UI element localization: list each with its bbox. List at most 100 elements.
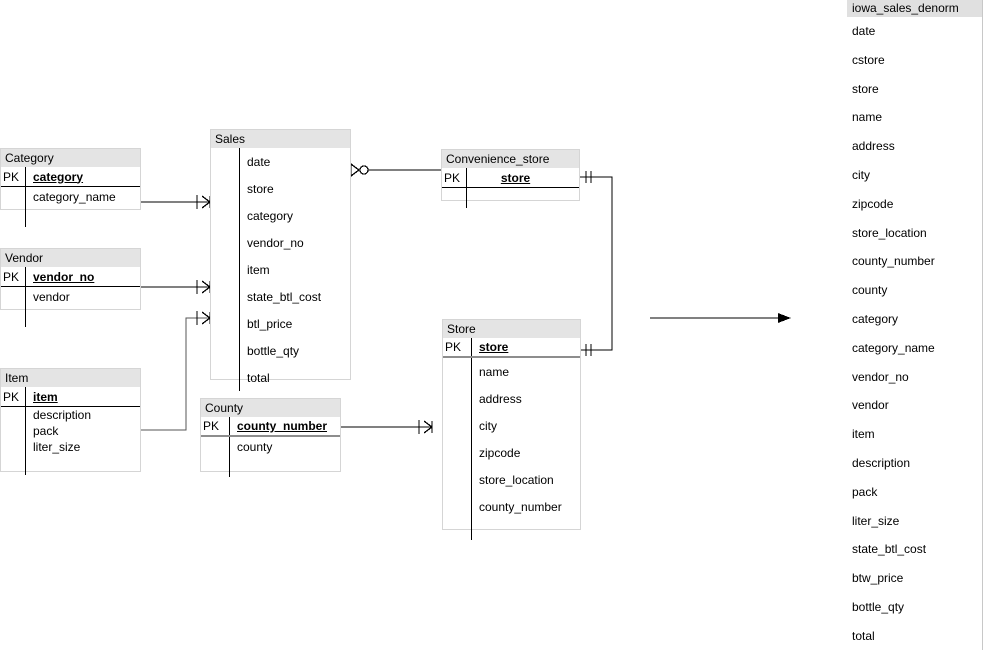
entity-county-title: County — [201, 399, 340, 417]
attribute-name: category_name — [33, 190, 116, 204]
entity-sales-attribute-row: date — [211, 148, 350, 175]
column-list-item[interactable]: description — [852, 455, 911, 470]
entity-county[interactable]: County PK county_number county — [200, 398, 341, 477]
entity-store-attribute-row: address — [443, 385, 580, 412]
column-list-item[interactable]: store_location — [852, 225, 927, 240]
attribute-name: bottle_qty — [247, 343, 300, 358]
entity-vendor-spacer-row — [1, 307, 140, 327]
column-list-item[interactable]: category — [852, 311, 899, 326]
entity-store-spacer-row — [443, 520, 580, 540]
column-list-title: iowa_sales_denorm — [847, 0, 982, 17]
entity-store-attribute-row: zipcode — [443, 439, 580, 466]
column-list-item[interactable]: bottle_qty — [852, 599, 905, 614]
entity-category[interactable]: Category PK category category_name — [0, 148, 141, 227]
column-list-item[interactable]: county — [852, 283, 888, 298]
entity-item-spacer-row — [1, 455, 140, 475]
column-list-item[interactable]: vendor_no — [852, 369, 909, 384]
entity-category-spacer-row — [1, 207, 140, 227]
entity-category-attribute-row: category_name — [1, 187, 140, 207]
relationship-vendor-sales — [141, 280, 211, 294]
pk-marker: PK — [445, 340, 462, 354]
entity-sales-attribute-row: state_btl_cost — [211, 283, 350, 310]
attribute-name: btl_price — [247, 316, 293, 331]
entity-store-attribute-row: name — [443, 358, 580, 385]
column-list-item[interactable]: item — [852, 427, 875, 442]
column-list-item[interactable]: state_btl_cost — [852, 542, 927, 557]
attribute-name: city — [479, 418, 497, 433]
denormalized-table-column-list[interactable]: iowa_sales_denorm date cstore store name… — [847, 0, 983, 650]
pk-field: store — [479, 340, 509, 354]
attribute-name: zipcode — [479, 445, 521, 460]
entity-category-title: Category — [1, 149, 140, 167]
entity-sales[interactable]: Sales date store category vendor_no item — [210, 129, 351, 391]
column-list-item[interactable]: btw_price — [852, 571, 904, 586]
entity-item[interactable]: Item PK item description pack liter_size — [0, 368, 141, 475]
attribute-name: total — [247, 370, 270, 385]
attribute-name: vendor — [33, 290, 70, 304]
entity-county-spacer-row — [201, 457, 340, 477]
column-list-item[interactable]: county_number — [852, 254, 935, 269]
pk-marker: PK — [3, 269, 20, 284]
attribute-name: address — [479, 391, 522, 406]
entity-item-pk-row: PK item — [1, 387, 140, 407]
entity-convenience-store-title: Convenience_store — [442, 150, 579, 168]
entity-vendor-pk-row: PK vendor_no — [1, 267, 140, 287]
entity-sales-attribute-row: item — [211, 256, 350, 283]
relationship-convenience-store-store — [580, 171, 613, 356]
pk-field: category — [33, 169, 84, 184]
column-list-item[interactable]: pack — [852, 484, 878, 499]
attribute-name: state_btl_cost — [247, 289, 322, 304]
entity-sales-attribute-row: store — [211, 175, 350, 202]
attribute-name: date — [247, 154, 271, 169]
entity-store-attribute-row: store_location — [443, 466, 580, 493]
entity-store-title: Store — [443, 320, 580, 338]
entity-item-title: Item — [1, 369, 140, 387]
relationship-sales-convenience-store — [350, 163, 441, 177]
entity-item-attribute-row: liter_size — [1, 439, 140, 455]
entity-county-pk-row: PK county_number — [201, 417, 340, 437]
column-list-item[interactable]: name — [852, 110, 883, 125]
attribute-name: pack — [33, 424, 59, 438]
relationship-county-store — [341, 420, 433, 434]
entity-convenience-store-pk-row: PK store — [442, 168, 579, 188]
entity-store-pk-row: PK store — [443, 338, 580, 358]
entity-store[interactable]: Store PK store name address city zipcode — [442, 319, 581, 540]
column-list-item[interactable]: cstore — [852, 52, 885, 67]
column-list-item[interactable]: address — [852, 139, 895, 154]
entity-convenience-store[interactable]: Convenience_store PK store — [441, 149, 580, 208]
pk-marker: PK — [203, 419, 220, 433]
attribute-name: description — [33, 408, 92, 422]
relationship-category-sales — [141, 195, 211, 209]
column-list-item[interactable]: vendor — [852, 398, 889, 413]
pk-field: county_number — [237, 419, 328, 433]
attribute-name: county_number — [479, 499, 562, 514]
column-list-item[interactable]: city — [852, 167, 870, 182]
entity-item-attribute-row: description — [1, 407, 140, 423]
entity-county-attribute-row: county — [201, 437, 340, 457]
entity-sales-attribute-row: category — [211, 202, 350, 229]
column-list-item[interactable]: store — [852, 81, 879, 96]
column-list-item[interactable]: category_name — [852, 340, 935, 355]
pk-marker: PK — [444, 170, 461, 185]
column-list-item[interactable]: total — [852, 628, 875, 643]
column-list-item[interactable]: zipcode — [852, 196, 894, 211]
attribute-name: category — [247, 208, 294, 223]
denormalization-flow-arrow — [650, 313, 791, 323]
column-list-item[interactable]: liter_size — [852, 513, 900, 528]
pk-field: vendor_no — [33, 269, 95, 284]
entity-vendor-title: Vendor — [1, 249, 140, 267]
column-list-item[interactable]: date — [852, 24, 876, 38]
pk-marker: PK — [3, 169, 20, 184]
entity-sales-attribute-row: btl_price — [211, 310, 350, 337]
entity-sales-title: Sales — [211, 130, 350, 148]
entity-store-attribute-row: city — [443, 412, 580, 439]
attribute-name: store — [247, 181, 274, 196]
attribute-name: vendor_no — [247, 235, 304, 250]
entity-store-attribute-row: county_number — [443, 493, 580, 520]
entity-vendor[interactable]: Vendor PK vendor_no vendor — [0, 248, 141, 327]
attribute-name: county — [237, 440, 273, 454]
attribute-name: item — [247, 262, 270, 277]
attribute-name: store_location — [479, 472, 554, 487]
pk-marker: PK — [3, 389, 20, 404]
